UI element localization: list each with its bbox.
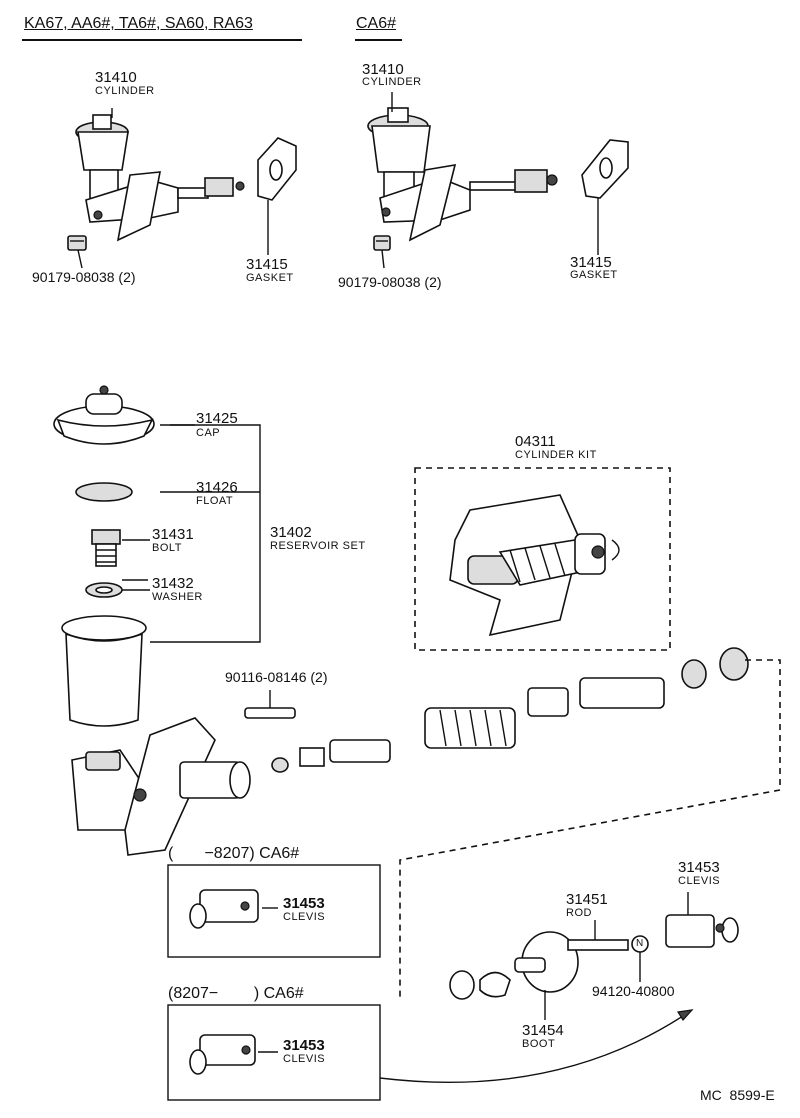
tr-cylinder-num: 31410 xyxy=(362,61,404,78)
box2-title: (8207− ) CA6# xyxy=(168,985,304,1002)
header-right-models: CA6# xyxy=(356,15,397,32)
rod-nut-num: 94120-40800 xyxy=(592,983,675,999)
bolt-name: BOLT xyxy=(152,542,182,554)
clevis-box-late xyxy=(167,1004,381,1101)
rod-clevis-name: CLEVIS xyxy=(678,875,721,887)
reservoir-float xyxy=(75,482,133,502)
boot-name: BOOT xyxy=(522,1038,556,1050)
master-cylinder-main xyxy=(71,717,251,856)
rod-assembly xyxy=(449,914,739,1000)
clevis-late xyxy=(189,1034,278,1075)
float-name: FLOAT xyxy=(196,495,234,507)
box1-title: ( −8207) CA6# xyxy=(168,845,300,862)
stud-bolt xyxy=(244,707,296,719)
rod-num: 31451 xyxy=(566,891,608,908)
reservoir-cap xyxy=(53,385,155,445)
nut-top-left xyxy=(67,235,87,251)
rod-clevis-num: 31453 xyxy=(678,859,720,876)
tr-gasket-num: 31415 xyxy=(570,254,612,271)
reservoir-washer xyxy=(85,582,123,598)
stud-num: 90116-08146 (2) xyxy=(225,669,328,685)
reservoir-set-num: 31402 xyxy=(270,524,312,541)
gasket-top-right xyxy=(581,139,629,199)
clevis-box-early xyxy=(167,864,381,958)
nut-top-right xyxy=(373,235,391,251)
tr-gasket-name: GASKET xyxy=(570,269,618,281)
tr-cylinder-name: CYLINDER xyxy=(362,76,422,88)
tl-nut-num: 90179-08038 (2) xyxy=(32,269,136,285)
box1-clevis-name: CLEVIS xyxy=(283,911,326,923)
tl-gasket-name: GASKET xyxy=(246,272,294,284)
kit-name: CYLINDER KIT xyxy=(515,449,597,461)
cap-name: CAP xyxy=(196,427,221,439)
cylinder-kit-box xyxy=(414,467,671,651)
tl-cylinder-name: CYLINDER xyxy=(95,85,155,97)
tl-gasket-num: 31415 xyxy=(246,256,288,273)
box2-clevis-num: 31453 xyxy=(283,1037,325,1054)
kit-num: 04311 xyxy=(515,433,556,450)
reservoir-body xyxy=(61,615,147,727)
bolt-num: 31431 xyxy=(152,526,194,543)
reservoir-set-name: RESERVOIR SET xyxy=(270,540,366,552)
master-cylinder-top-right xyxy=(367,107,558,242)
cylinder-kit-parts xyxy=(449,494,620,637)
header-left-models: KA67, AA6#, TA6#, SA60, RA63 xyxy=(24,15,253,32)
washer-num: 31432 xyxy=(152,575,194,592)
box1-clevis-num: 31453 xyxy=(283,895,325,912)
internal-parts-row xyxy=(271,647,749,773)
footer-code: MC 8599-E xyxy=(700,1087,775,1103)
arrow-curve xyxy=(379,1009,693,1083)
washer-name: WASHER xyxy=(152,591,203,603)
float-num: 31426 xyxy=(196,479,238,496)
reservoir-bolt xyxy=(91,529,121,567)
dashed-leader-main xyxy=(399,659,781,1000)
box2-clevis-name: CLEVIS xyxy=(283,1053,326,1065)
master-cylinder-top-left xyxy=(75,114,245,242)
tl-cylinder-num: 31410 xyxy=(95,69,137,86)
boot-num: 31454 xyxy=(522,1022,564,1039)
cap-num: 31425 xyxy=(196,410,238,427)
clevis-early xyxy=(189,889,278,929)
tr-nut-num: 90179-08038 (2) xyxy=(338,274,442,290)
nut-symbol: N xyxy=(636,938,644,949)
rod-name: ROD xyxy=(566,907,592,919)
gasket-top-left xyxy=(257,137,297,201)
reservoir-set-bracket xyxy=(150,424,261,643)
